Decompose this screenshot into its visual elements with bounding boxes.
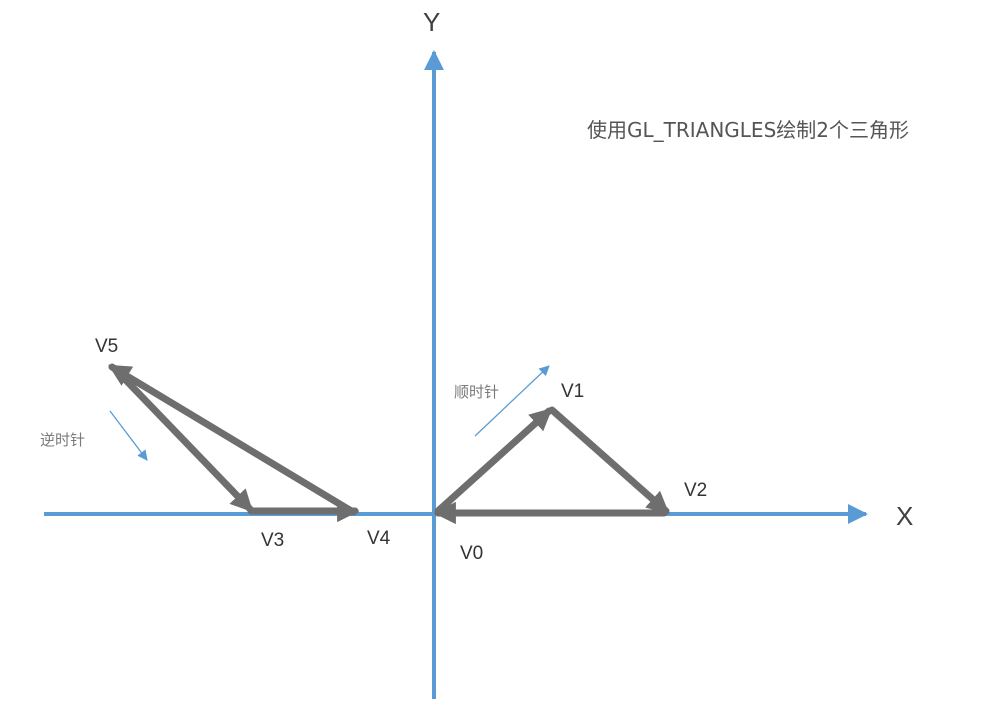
clockwise-label: 顺时针 bbox=[454, 383, 500, 401]
x-axis-label: X bbox=[896, 501, 914, 531]
edge-v5-v3 bbox=[114, 368, 254, 513]
diagram-title: 使用GL_TRIANGLES绘制2个三角形 bbox=[587, 118, 909, 142]
vertex-label-v1: V1 bbox=[561, 381, 585, 402]
y-axis-label: Y bbox=[423, 7, 441, 37]
vertex-label-v0: V0 bbox=[460, 543, 484, 564]
counterclockwise-label: 逆时针 bbox=[40, 431, 86, 449]
vertex-label-v4: V4 bbox=[367, 528, 391, 549]
vertex-label-v2: V2 bbox=[684, 480, 708, 501]
triangle-1-edges bbox=[433, 406, 670, 525]
vertex-label-v3: V3 bbox=[261, 530, 285, 551]
vertex-label-v5: V5 bbox=[95, 336, 119, 357]
counterclockwise-hint-arrow bbox=[109, 410, 148, 461]
edge-v0-v1 bbox=[434, 407, 553, 515]
triangle-2-edges bbox=[108, 363, 360, 523]
edge-v4-v5 bbox=[108, 363, 357, 516]
edge-v1-v2 bbox=[548, 406, 670, 515]
clockwise-hint-arrow bbox=[474, 365, 550, 437]
